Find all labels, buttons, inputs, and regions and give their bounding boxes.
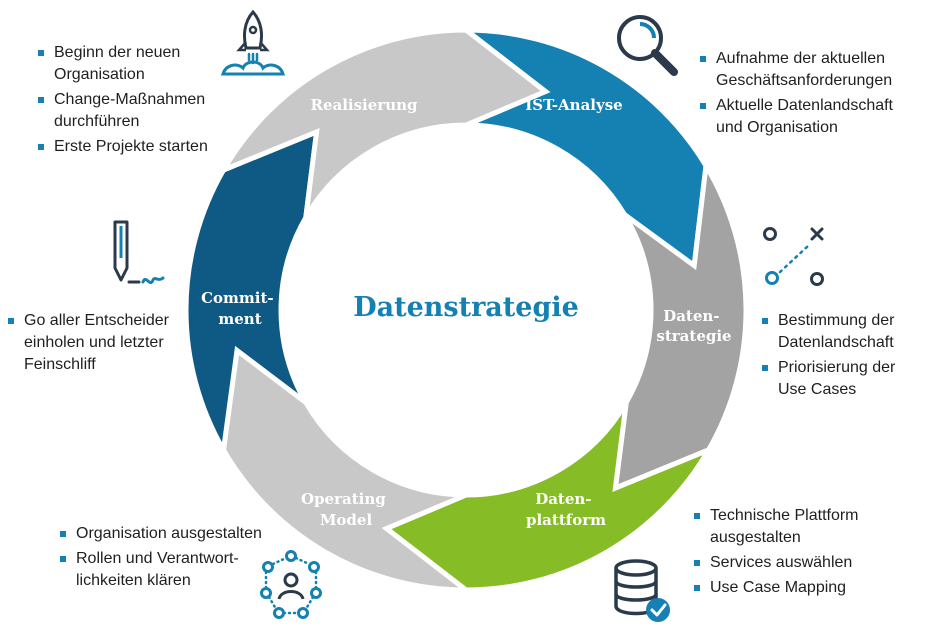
bullet-text: Go aller Entscheider einholen und letzte…: [24, 312, 169, 373]
bullet-text: Priorisierung der Use Cases: [778, 359, 896, 398]
segment-label-datenplattform: Daten- plattform: [526, 490, 606, 529]
list-item: Go aller Entscheider einholen und letzte…: [8, 310, 188, 376]
bullet-square: [38, 97, 44, 103]
bullets-realisierung: Beginn der neuen Organisation Change-Maß…: [38, 42, 228, 161]
bullets-ist-analyse: Aufnahme der aktuellen Geschäftsanforder…: [700, 48, 915, 142]
bullet-square: [694, 513, 700, 519]
rocket-launch-icon: [220, 9, 286, 76]
list-item: Bestimmung der Datenlandschaft: [762, 310, 922, 354]
bullet-text: Aufnahme der aktuellen Geschäftsanforder…: [716, 50, 893, 89]
list-item: Erste Projekte starten: [38, 136, 228, 158]
bullets-datenplattform: Technische Plattform ausgestalten Servic…: [694, 505, 894, 602]
list-item: Aufnahme der aktuellen Geschäftsanforder…: [700, 48, 915, 92]
bullet-square: [762, 318, 768, 324]
bullets-datenstrategie: Bestimmung der Datenlandschaft Priorisie…: [762, 310, 922, 404]
bullet-text: Beginn der neuen Organisation: [54, 44, 181, 83]
list-item: Services auswählen: [694, 552, 894, 574]
bullet-square: [60, 531, 66, 537]
bullet-square: [60, 556, 66, 562]
bullet-text: Services auswählen: [710, 554, 853, 571]
bullet-square: [700, 103, 706, 109]
segment-label-ist-analyse: IST-Analyse: [525, 96, 622, 114]
cycle-segment-realisierung: [217, 27, 551, 219]
bullets-operating-model: Organisation ausgestalten Rollen und Ver…: [60, 523, 280, 595]
bullet-square: [694, 560, 700, 566]
bullet-text: Organisation ausgestalten: [76, 525, 262, 542]
bullet-square: [38, 50, 44, 56]
database-check-icon: [614, 559, 670, 622]
strategy-play-icon: [763, 227, 824, 286]
bullet-square: [8, 318, 14, 324]
network-people-icon: [260, 550, 322, 619]
bullet-text: Technische Plattform ausgestalten: [710, 507, 859, 546]
magnifier-icon: [617, 15, 678, 76]
segment-label-operating-model: Operating Model: [301, 490, 391, 529]
bullet-square: [700, 56, 706, 62]
bullet-text: Rollen und Verantwort-lichkeiten klären: [76, 550, 239, 589]
list-item: Use Case Mapping: [694, 577, 894, 599]
bullets-commitment: Go aller Entscheider einholen und letzte…: [8, 310, 188, 379]
bullet-square: [762, 365, 768, 371]
list-item: Beginn der neuen Organisation: [38, 42, 228, 86]
list-item: Change-Maßnahmen durchführen: [38, 89, 228, 133]
list-item: Aktuelle Datenlandschaft und Organisatio…: [700, 95, 915, 139]
bullet-text: Bestimmung der Datenlandschaft: [778, 312, 895, 351]
pen-signature-icon: [113, 220, 165, 285]
bullet-square: [694, 585, 700, 591]
bullet-text: Erste Projekte starten: [54, 138, 208, 155]
bullet-square: [38, 144, 44, 150]
bullet-text: Change-Maßnahmen durchführen: [54, 91, 206, 130]
segment-label-commitment: Commit- ment: [201, 289, 279, 328]
list-item: Priorisierung der Use Cases: [762, 357, 922, 401]
segment-label-datenstrategie: Daten- strategie: [656, 307, 731, 345]
list-item: Organisation ausgestalten: [60, 523, 280, 545]
bullet-text: Aktuelle Datenlandschaft und Organisatio…: [716, 97, 893, 136]
list-item: Rollen und Verantwort-lichkeiten klären: [60, 548, 280, 592]
list-item: Technische Plattform ausgestalten: [694, 505, 894, 549]
segment-label-realisierung: Realisierung: [310, 96, 418, 114]
center-title: Datenstrategie: [353, 292, 579, 323]
bullet-text: Use Case Mapping: [710, 579, 847, 596]
